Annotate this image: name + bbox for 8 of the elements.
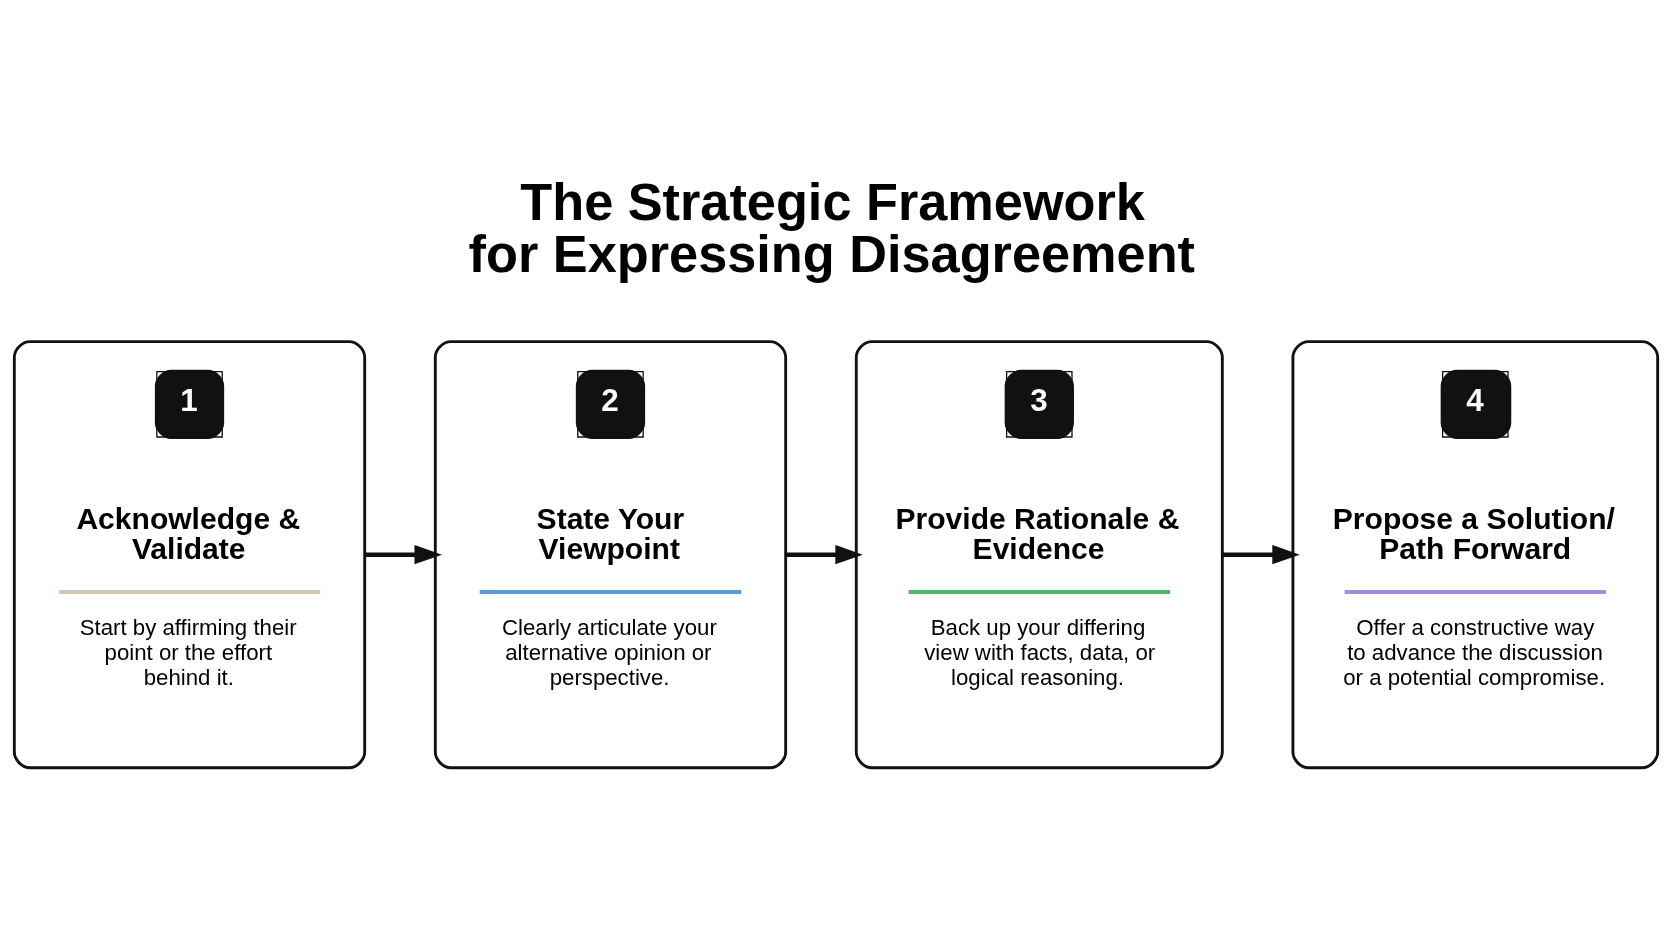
arrow [785,544,863,564]
node-box: 3 Provide Rationale & Evidence Back up your differing view with facts, data, or logical reasoning. [854,339,1224,769]
arrow [1222,544,1300,564]
arrow [365,544,442,564]
node-box: 2 State Your Viewpoint Clearly articulate your alternative opinion or perspective. [433,339,788,769]
node-box: 4 Propose a Solution/ Path Forward Offer a constructive way to advance the discussion or a potential compromise. [1291,339,1660,769]
node-box: 1 Acknowledge & Validate Start by affirming their point or the effort behind it. [12,339,367,769]
diagram-title: The Strategic Framework for Expressing Disagreement [468,172,1196,283]
